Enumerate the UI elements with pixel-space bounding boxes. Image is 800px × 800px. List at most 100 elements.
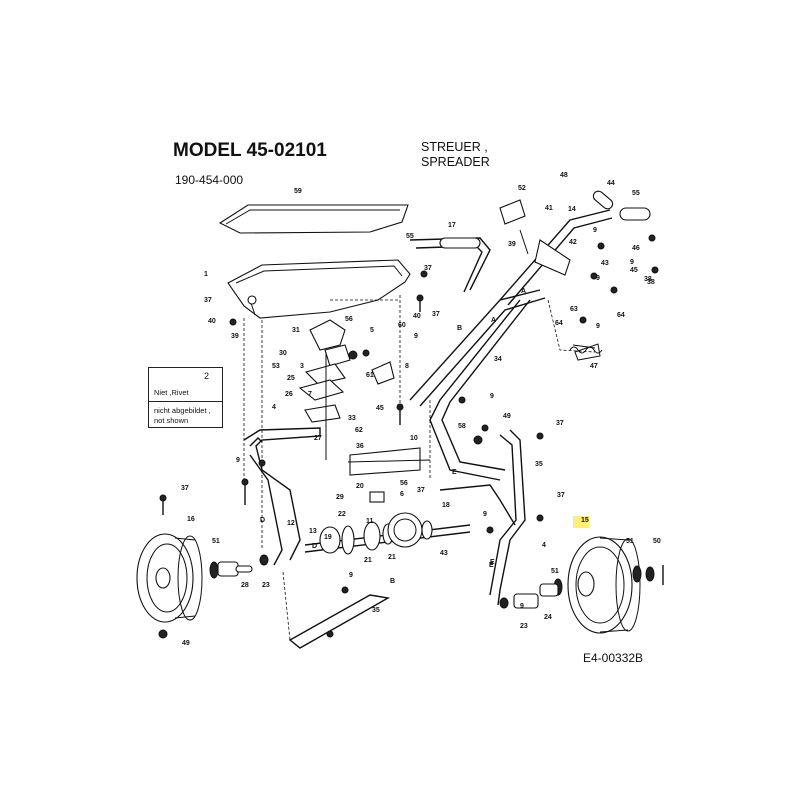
spring-part bbox=[569, 346, 603, 354]
axle-assembly bbox=[304, 447, 471, 555]
product-name: STREUER , SPREADER bbox=[421, 140, 490, 170]
callout-21: 21 bbox=[388, 554, 396, 561]
callout-46: 46 bbox=[632, 245, 640, 252]
callout-9: 9 bbox=[236, 457, 240, 464]
callout-12: 12 bbox=[287, 520, 295, 527]
leader-lines bbox=[243, 295, 596, 641]
callout-49: 49 bbox=[503, 413, 511, 420]
callout-64: 64 bbox=[555, 320, 563, 327]
legend-box: 2 Niet ,Rivet nicht abgebildet , not sho… bbox=[148, 367, 223, 428]
callout-22: 22 bbox=[338, 511, 346, 518]
callout-13: 13 bbox=[309, 528, 317, 535]
callout-4: 4 bbox=[272, 404, 276, 411]
callout-9: 9 bbox=[490, 393, 494, 400]
callout-51: 51 bbox=[551, 568, 559, 575]
callout-40: 40 bbox=[413, 313, 421, 320]
callout-9: 9 bbox=[630, 259, 634, 266]
callout-24: 24 bbox=[544, 614, 552, 621]
callout-9: 9 bbox=[483, 511, 487, 518]
callout-56: 56 bbox=[345, 316, 353, 323]
legend-not-shown-de: nicht abgebildet , bbox=[154, 406, 211, 415]
callout-B: B bbox=[457, 325, 462, 332]
callout-52: 52 bbox=[518, 185, 526, 192]
callout-14: 14 bbox=[568, 206, 576, 213]
left-wheel bbox=[136, 533, 269, 623]
callout-38: 38 bbox=[647, 279, 655, 286]
callout-37: 37 bbox=[204, 297, 212, 304]
callout-38: 38 bbox=[644, 276, 652, 283]
right-wheel bbox=[499, 536, 664, 634]
product-name-en: SPREADER bbox=[421, 155, 490, 169]
callout-51: 51 bbox=[626, 538, 634, 545]
callout-63: 63 bbox=[570, 306, 578, 313]
callout-40: 40 bbox=[208, 318, 216, 325]
callout-50: 50 bbox=[653, 538, 661, 545]
callout-9: 9 bbox=[349, 572, 353, 579]
callout-36: 36 bbox=[356, 443, 364, 450]
callout-61: 61 bbox=[366, 372, 374, 379]
callout-48: 48 bbox=[560, 172, 568, 179]
hopper-cover bbox=[218, 204, 409, 234]
callout-56: 56 bbox=[400, 480, 408, 487]
callout-E: E bbox=[490, 559, 495, 566]
callout-45: 45 bbox=[630, 267, 638, 274]
callout-9: 9 bbox=[593, 227, 597, 234]
callout-62: 62 bbox=[355, 427, 363, 434]
callout-37: 37 bbox=[557, 492, 565, 499]
callout-37: 37 bbox=[424, 265, 432, 272]
callout-23: 23 bbox=[520, 623, 528, 630]
callout-37: 37 bbox=[417, 487, 425, 494]
callout-8: 8 bbox=[405, 363, 409, 370]
callout-6: 6 bbox=[400, 491, 404, 498]
callout-42: 42 bbox=[569, 239, 577, 246]
callout-51: 51 bbox=[212, 538, 220, 545]
callout-39: 39 bbox=[508, 241, 516, 248]
callout-3: 3 bbox=[300, 363, 304, 370]
callout-20: 20 bbox=[356, 483, 364, 490]
callout-55: 55 bbox=[632, 190, 640, 197]
callout-35: 35 bbox=[372, 607, 380, 614]
callout-60: 60 bbox=[398, 322, 406, 329]
callout-26: 26 bbox=[285, 391, 293, 398]
callout-23: 23 bbox=[262, 582, 270, 589]
callout-D: D bbox=[260, 517, 265, 524]
callout-41: 41 bbox=[545, 205, 553, 212]
callout-34: 34 bbox=[494, 356, 502, 363]
frame-legs bbox=[243, 427, 526, 649]
callout-1: 1 bbox=[204, 271, 208, 278]
product-name-de: STREUER , bbox=[421, 140, 488, 154]
callout-15: 15 bbox=[581, 517, 589, 524]
hopper bbox=[227, 259, 411, 319]
model-title: MODEL 45-02101 bbox=[173, 140, 327, 161]
callout-17: 17 bbox=[448, 222, 456, 229]
legend-not-shown-en: not shown bbox=[154, 416, 189, 425]
callout-58: 58 bbox=[458, 423, 466, 430]
callout-30: 30 bbox=[279, 350, 287, 357]
callout-59: 59 bbox=[294, 188, 302, 195]
callout-45: 45 bbox=[376, 405, 384, 412]
callout-29: 29 bbox=[336, 494, 344, 501]
callout-37: 37 bbox=[432, 311, 440, 318]
callout-28: 28 bbox=[241, 582, 249, 589]
callout-9: 9 bbox=[596, 275, 600, 282]
callout-A: A bbox=[491, 317, 496, 324]
gearbox-assembly bbox=[298, 319, 395, 460]
callout-43: 43 bbox=[601, 260, 609, 267]
callout-44: 44 bbox=[607, 180, 615, 187]
callout-5: 5 bbox=[370, 327, 374, 334]
legend-rivet-label: Niet ,Rivet bbox=[154, 388, 189, 397]
callout-35: 35 bbox=[535, 461, 543, 468]
callout-9: 9 bbox=[596, 323, 600, 330]
callout-43: 43 bbox=[440, 550, 448, 557]
callout-49: 49 bbox=[182, 640, 190, 647]
callout-B: B bbox=[390, 578, 395, 585]
callout-37: 37 bbox=[556, 420, 564, 427]
callout-25: 25 bbox=[287, 375, 295, 382]
callout-19: 19 bbox=[324, 534, 332, 541]
highlighted-callout-box bbox=[573, 516, 589, 528]
part-number: 190-454-000 bbox=[175, 173, 244, 187]
callout-A: A bbox=[521, 288, 526, 295]
callout-47: 47 bbox=[590, 363, 598, 370]
legend-rivet-row: 2 Niet ,Rivet bbox=[149, 368, 222, 402]
